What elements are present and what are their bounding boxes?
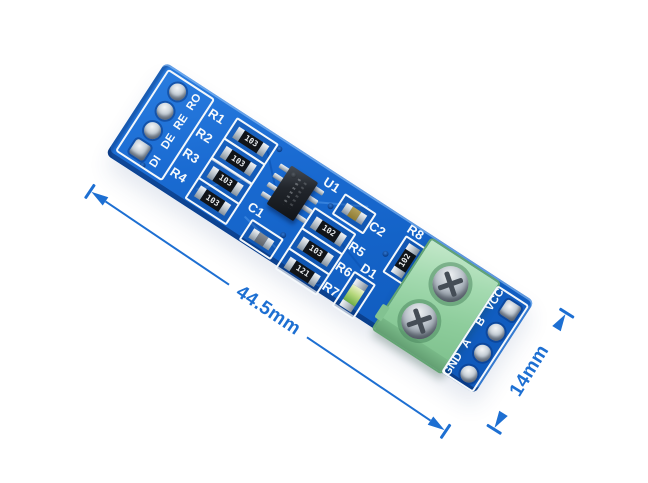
label-r4: R4	[167, 164, 190, 186]
chip-pin1-dimple	[289, 170, 298, 180]
pcb-via	[381, 249, 390, 258]
label-u1: U1	[320, 174, 344, 197]
capacitor-c1	[238, 218, 285, 261]
label-r1: R1	[205, 105, 229, 128]
label-r3: R3	[179, 144, 203, 167]
label-r2: R2	[192, 124, 216, 147]
terminal-tab	[374, 303, 390, 322]
terminal-screw-top	[425, 259, 476, 310]
label-c1: C1	[244, 198, 268, 221]
length-dimension-label: 44.5mm	[232, 281, 305, 340]
